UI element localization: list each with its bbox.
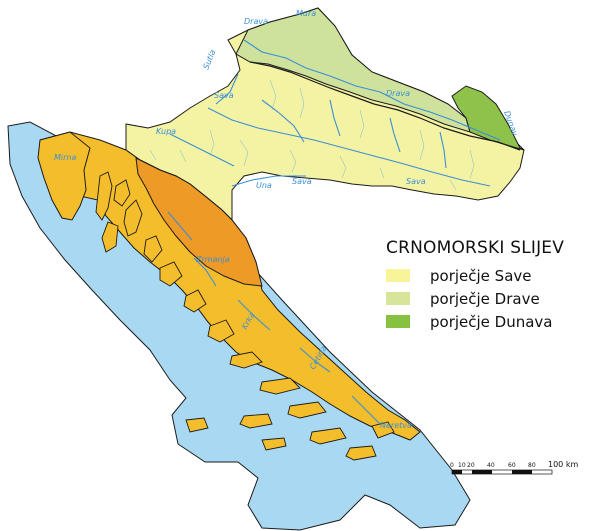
legend-item-drava: porječje Drave bbox=[386, 287, 614, 310]
river-label-sava-mid: Sava bbox=[292, 177, 312, 186]
scale-tick-10: 10 bbox=[458, 462, 466, 469]
river-label-sava-upper: Sava bbox=[214, 91, 234, 100]
scale-tick-100km: 100 km bbox=[548, 460, 578, 469]
islands bbox=[95, 171, 395, 461]
legend-swatch-sava bbox=[386, 269, 410, 282]
legend-title: CRNOMORSKI SLIJEV bbox=[386, 238, 565, 258]
adriatic-basin-inland bbox=[135, 157, 263, 287]
river-label-sutla: Sutla bbox=[202, 48, 218, 70]
river-label-mura: Mura bbox=[296, 9, 316, 18]
legend-item-dunav: porječje Dunava bbox=[386, 310, 614, 333]
river-label-zrmanja: Zrmanja bbox=[195, 255, 230, 264]
scale-tick-60: 60 bbox=[508, 462, 516, 469]
legend-swatch-dunav bbox=[386, 315, 410, 328]
river-label-drava-top: Drava bbox=[244, 17, 268, 26]
river-label-sava-lower: Sava bbox=[406, 177, 426, 186]
river-label-neretva: Neretva bbox=[380, 421, 412, 430]
legend-item-sava: porječje Save bbox=[386, 264, 614, 287]
river-label-mirna: Mirna bbox=[54, 153, 76, 162]
river-label-drava-east: Drava bbox=[386, 89, 410, 98]
scale-tick-0: 0 bbox=[450, 462, 454, 469]
scale-tick-20: 20 bbox=[467, 462, 475, 469]
scale-bar: 0 10 20 40 60 80 100 km bbox=[450, 460, 578, 475]
river-network bbox=[167, 39, 501, 425]
river-label-una: Una bbox=[256, 181, 272, 190]
scale-tick-40: 40 bbox=[487, 462, 495, 469]
legend-label-sava: porječje Save bbox=[430, 266, 532, 285]
legend: CRNOMORSKI SLIJEV porječje Save porječje… bbox=[386, 238, 614, 333]
river-label-kupa: Kupa bbox=[156, 127, 176, 136]
legend-label-drava: porječje Drave bbox=[430, 289, 540, 308]
basin-divide-line bbox=[249, 61, 521, 151]
legend-label-dunav: porječje Dunava bbox=[430, 312, 553, 331]
dunav-basin-region bbox=[451, 85, 525, 151]
istria-peninsula bbox=[37, 131, 91, 221]
scale-tick-80: 80 bbox=[528, 462, 536, 469]
minor-streams bbox=[149, 79, 475, 191]
legend-swatch-drava bbox=[386, 292, 410, 305]
